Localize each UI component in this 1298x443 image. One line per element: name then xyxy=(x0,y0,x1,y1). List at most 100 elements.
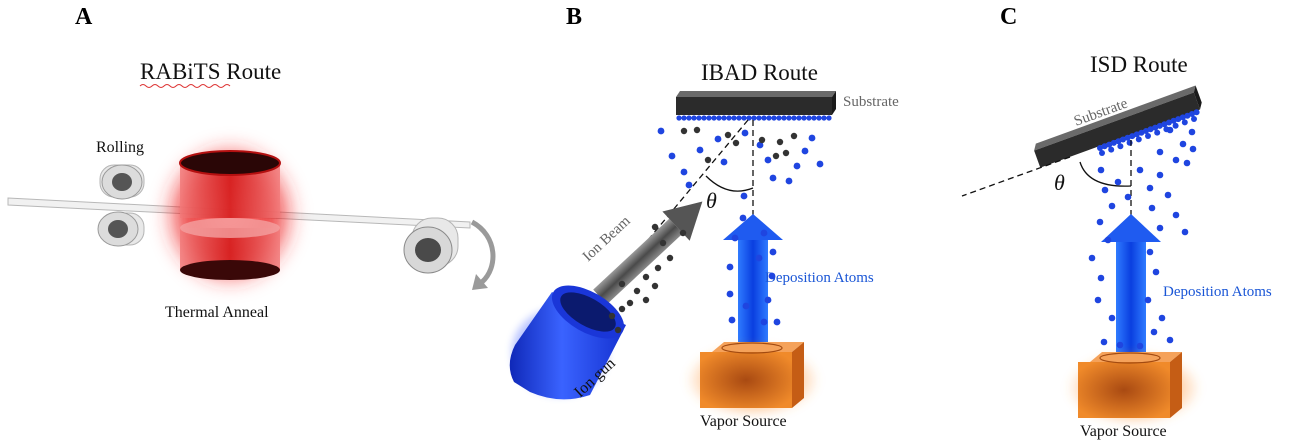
substrate-b-label: Substrate xyxy=(843,94,899,110)
atom-blue xyxy=(816,160,824,168)
panel-c-title: ISD Route xyxy=(1090,52,1188,77)
atom-blue xyxy=(811,115,817,121)
rolling-rollers xyxy=(97,164,145,247)
atom-blue xyxy=(761,115,767,121)
atom-blue xyxy=(720,158,728,166)
atom-blue xyxy=(1156,224,1164,232)
atom-blue xyxy=(1179,140,1187,148)
atom-dark xyxy=(666,254,674,262)
atom-blue xyxy=(1154,129,1161,136)
atom-dark xyxy=(642,273,650,281)
atom-blue xyxy=(1099,150,1105,156)
thermal-anneal-furnace xyxy=(160,140,300,290)
atom-blue xyxy=(1115,138,1122,145)
atom-blue xyxy=(696,115,702,121)
panel-b-letter: B xyxy=(566,4,582,30)
vapor-source-b xyxy=(685,342,820,418)
atom-blue xyxy=(1172,156,1180,164)
rotation-arrowhead-icon xyxy=(472,274,488,290)
atom-blue xyxy=(686,115,692,121)
atom-blue xyxy=(668,152,676,160)
atom-blue xyxy=(760,318,768,326)
atom-dark xyxy=(651,223,659,231)
atom-blue xyxy=(806,115,812,121)
atom-blue xyxy=(1101,186,1109,194)
atom-blue xyxy=(681,115,687,121)
panel-a-title: RABiTS Route xyxy=(140,59,281,84)
vapor-source-label-b: Vapor Source xyxy=(700,413,787,430)
atom-dark xyxy=(704,156,712,164)
atom-blue xyxy=(1158,314,1166,322)
substrate-plane-line-c xyxy=(961,156,1071,197)
atom-blue xyxy=(1144,296,1152,304)
atom-blue xyxy=(736,115,742,121)
atom-blue xyxy=(1114,178,1122,186)
atom-blue xyxy=(1146,248,1154,256)
atom-blue xyxy=(1156,171,1164,179)
atom-blue xyxy=(706,115,712,121)
spellcheck-underline xyxy=(139,84,231,88)
atom-dark xyxy=(614,326,622,334)
atom-blue xyxy=(740,192,748,200)
atom-blue xyxy=(696,146,704,154)
atom-dark xyxy=(618,305,626,313)
atom-blue xyxy=(781,115,787,121)
atom-dark xyxy=(693,126,701,134)
atom-blue xyxy=(756,115,762,121)
panel-b: B IBAD Route Substrate θ Ion Beam Ion xyxy=(509,4,899,430)
atom-dark xyxy=(679,229,687,237)
atom-blue xyxy=(1097,166,1105,174)
atom-blue xyxy=(1146,184,1154,192)
atom-blue xyxy=(1088,254,1096,262)
atom-blue xyxy=(701,115,707,121)
atom-blue xyxy=(1117,143,1124,150)
atom-dark xyxy=(724,131,732,139)
atom-dark xyxy=(776,138,784,146)
atom-blue xyxy=(1108,202,1116,210)
atom-blue xyxy=(1161,121,1168,128)
atom-blue xyxy=(731,115,737,121)
vapor-source-c xyxy=(1066,350,1201,426)
atom-blue xyxy=(1104,236,1112,244)
atoms-b xyxy=(608,126,824,334)
atom-dark xyxy=(654,264,662,272)
atom-blue xyxy=(1183,159,1191,167)
atom-blue xyxy=(741,115,747,121)
atom-blue xyxy=(1172,211,1180,219)
atom-blue xyxy=(786,115,792,121)
atom-blue xyxy=(676,115,682,121)
atom-blue xyxy=(816,115,822,121)
angle-arc-b xyxy=(705,175,754,192)
atom-blue xyxy=(1138,129,1145,136)
atom-dark xyxy=(732,139,740,147)
atom-blue xyxy=(1143,128,1149,134)
atom-blue xyxy=(711,115,717,121)
atom-blue xyxy=(766,115,772,121)
ion-gun xyxy=(509,285,626,400)
atom-blue xyxy=(739,214,747,222)
angle-arc-c xyxy=(1079,161,1132,187)
atom-blue xyxy=(755,254,763,262)
atom-blue xyxy=(1116,341,1124,349)
atom-blue xyxy=(691,115,697,121)
atom-blue xyxy=(764,156,772,164)
atom-blue xyxy=(768,272,776,280)
atom-blue xyxy=(1136,342,1144,350)
panel-c: C ISD Route Substrate θ Deposition Atoms xyxy=(961,4,1272,440)
ion-beam-arrow xyxy=(593,201,703,305)
atom-blue xyxy=(801,147,809,155)
atom-blue xyxy=(746,115,752,121)
atom-blue xyxy=(751,115,757,121)
atom-blue xyxy=(742,302,750,310)
atom-blue xyxy=(716,115,722,121)
atom-blue xyxy=(1170,117,1177,124)
deposition-label-c: Deposition Atoms xyxy=(1163,284,1272,300)
deposition-arrow-c xyxy=(1101,214,1161,354)
atom-blue xyxy=(1108,146,1115,153)
atom-blue xyxy=(1096,218,1104,226)
atom-blue xyxy=(1189,145,1197,153)
theta-b: θ xyxy=(706,188,717,213)
substrate-c-atom-layer xyxy=(1097,109,1200,156)
atom-blue xyxy=(1101,143,1108,150)
